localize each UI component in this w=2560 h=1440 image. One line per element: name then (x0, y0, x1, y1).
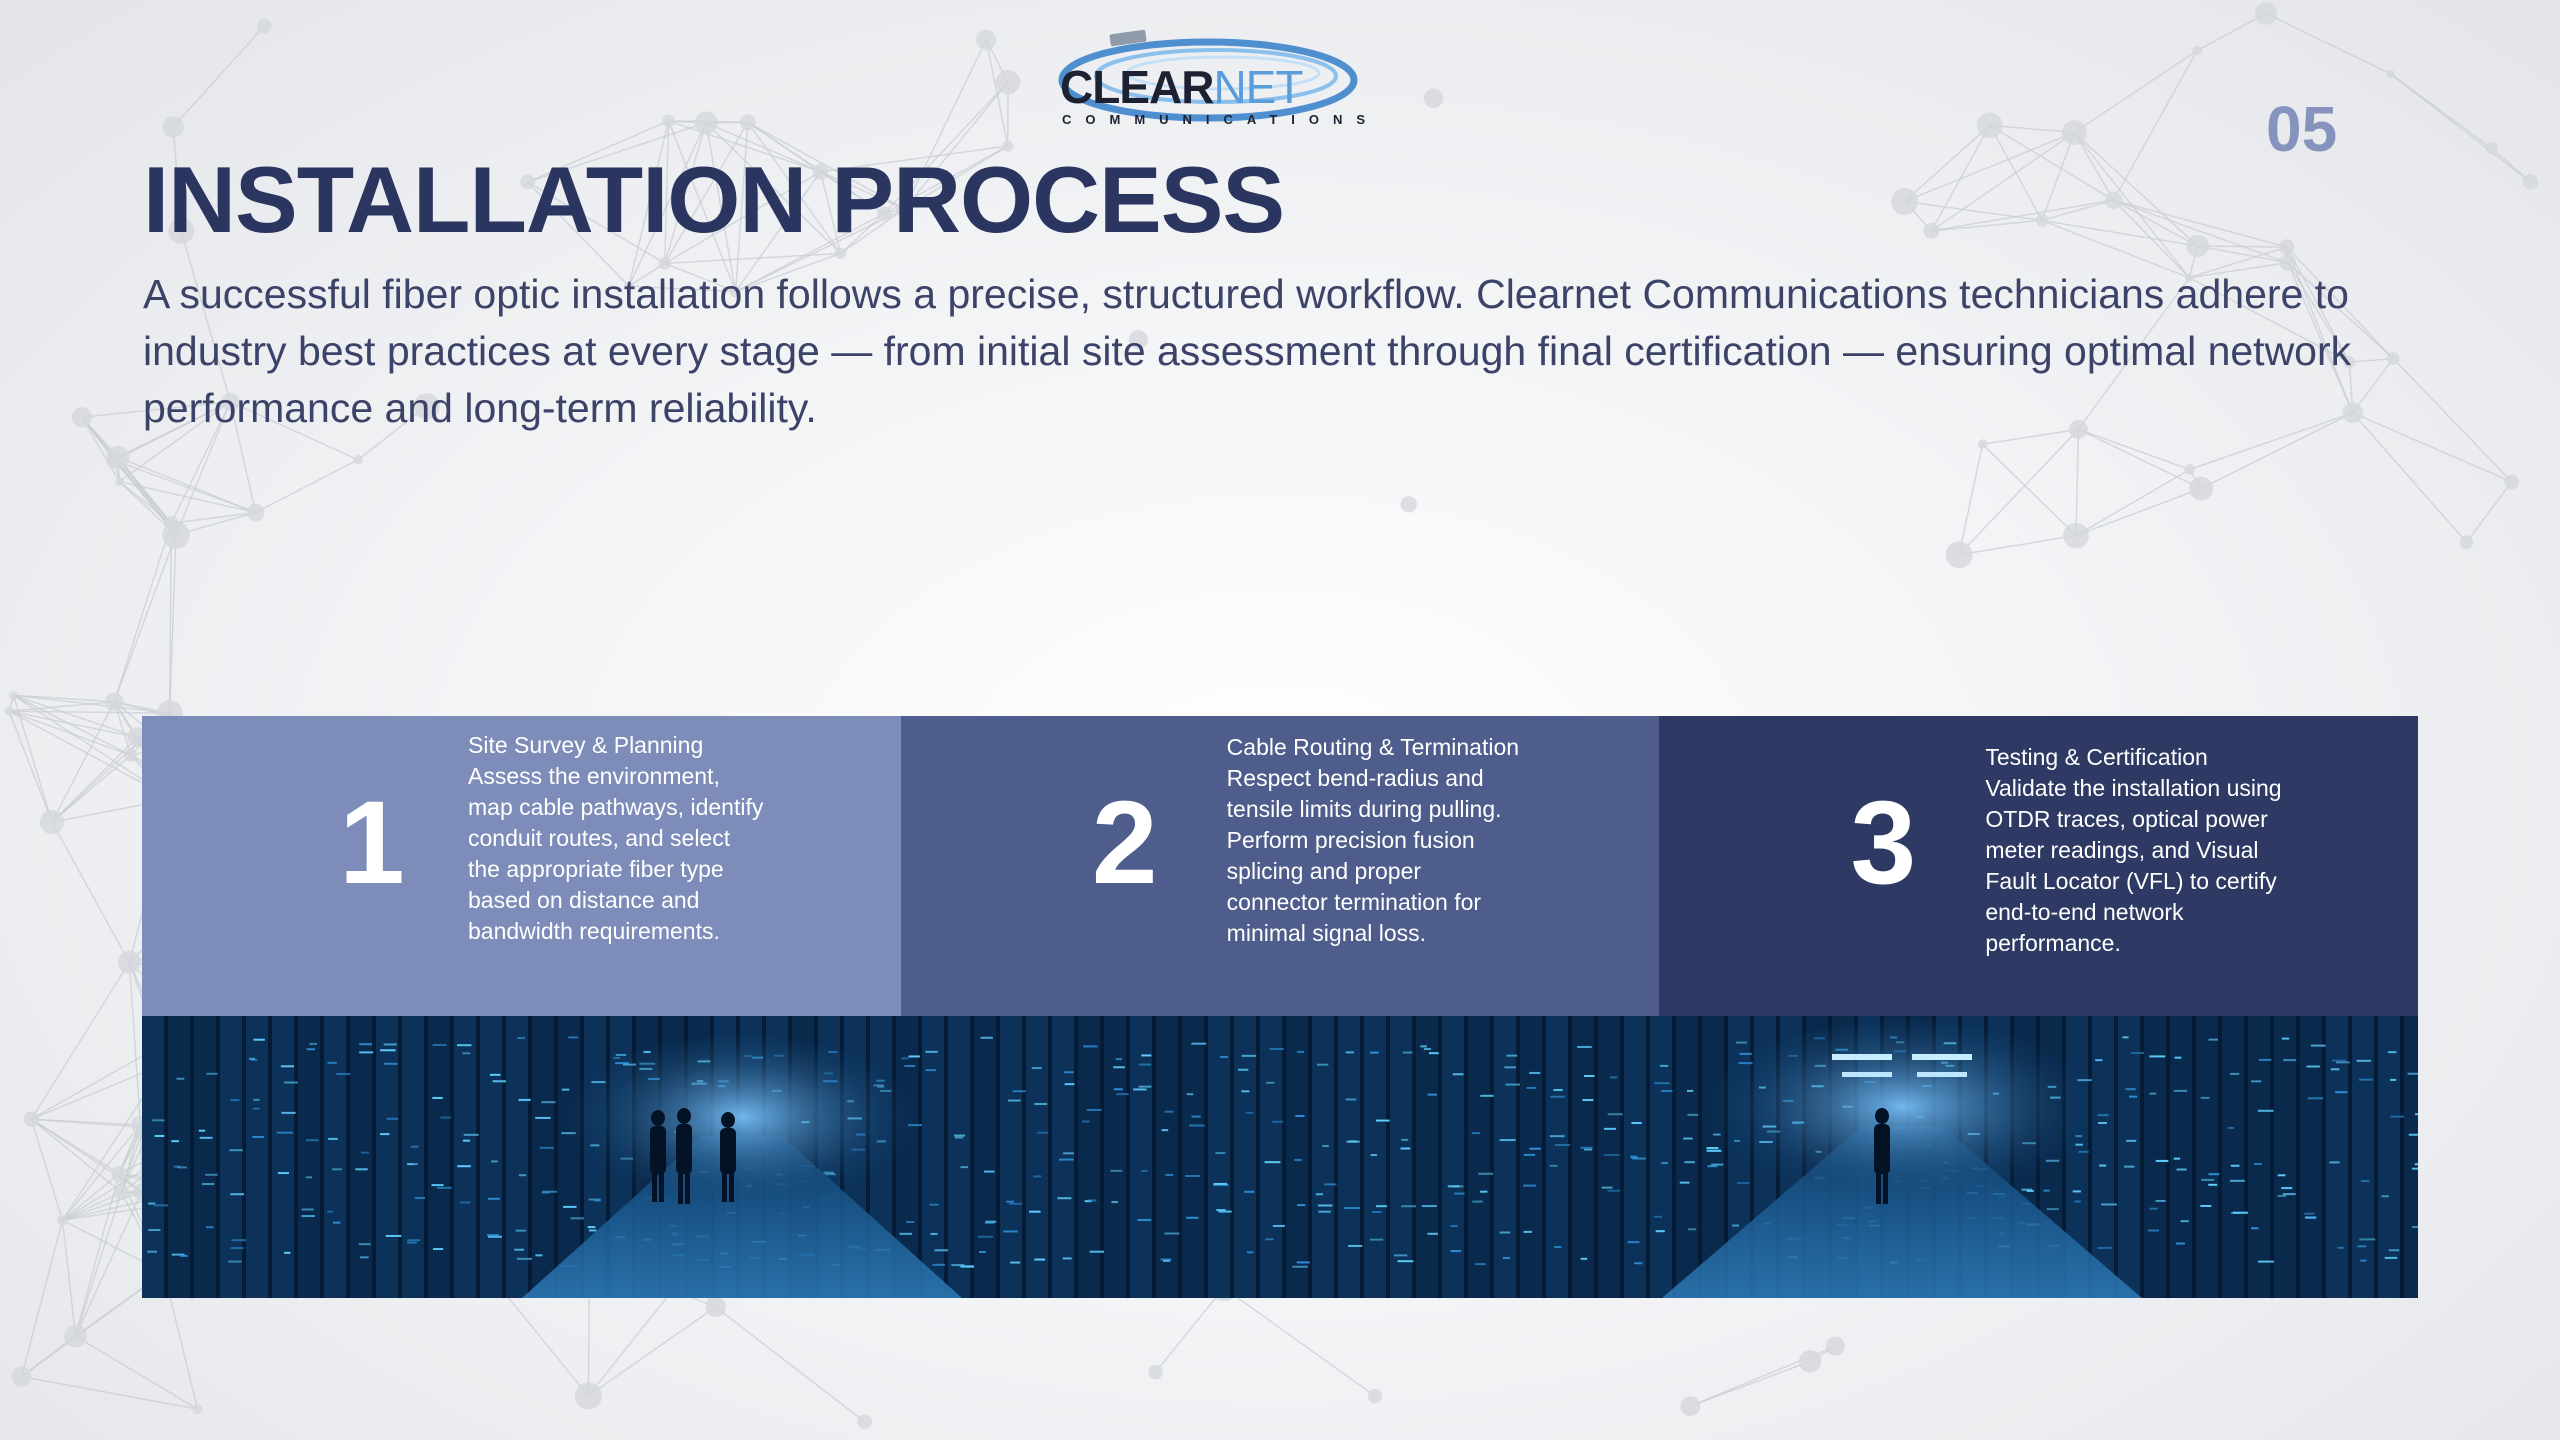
step-content: Site Survey & Planning Assess the enviro… (468, 730, 768, 947)
step-card-1: 1 Site Survey & Planning Assess the envi… (142, 716, 901, 1016)
page-number: 05 (2266, 93, 2338, 165)
step-card-3: 3 Testing & Certification Validate the i… (1659, 716, 2419, 1016)
step-number: 1 (339, 777, 405, 909)
clearnet-logo: CLEARNET COMMUNICATIONS (1058, 26, 1365, 136)
page-title: INSTALLATION PROCESS (143, 147, 1285, 252)
step-description: Respect bend-radius and tensile limits d… (1226, 765, 1502, 946)
step-title: Cable Routing & Termination (1226, 734, 1520, 760)
technician-silhouettes (650, 1108, 1890, 1204)
logo-tagline: COMMUNICATIONS (1062, 112, 1380, 127)
intro-paragraph: A successful fiber optic installation fo… (143, 271, 2352, 431)
step-number: 3 (1850, 777, 1917, 909)
step-card-2: 2 Cable Routing & Termination Respect be… (900, 716, 1660, 1016)
step-number: 2 (1091, 777, 1158, 909)
step-title: Site Survey & Planning (468, 732, 704, 758)
step-content: Testing & Certification Validate the ins… (1985, 742, 2285, 959)
step-description: Assess the environment, map cable pathwa… (468, 763, 764, 944)
step-title: Testing & Certification (1985, 744, 2208, 770)
logo-wordmark: CLEARNET (1060, 61, 1303, 113)
step-description: Validate the installation using OTDR tra… (1985, 775, 2282, 956)
data-center-photo (142, 1016, 2418, 1298)
step-content: Cable Routing & Termination Respect bend… (1227, 732, 1527, 949)
logo-swoosh-icon (1058, 29, 1358, 122)
process-steps: 1 Site Survey & Planning Assess the envi… (142, 716, 2419, 1016)
server-corridor-image (142, 1016, 2418, 1298)
